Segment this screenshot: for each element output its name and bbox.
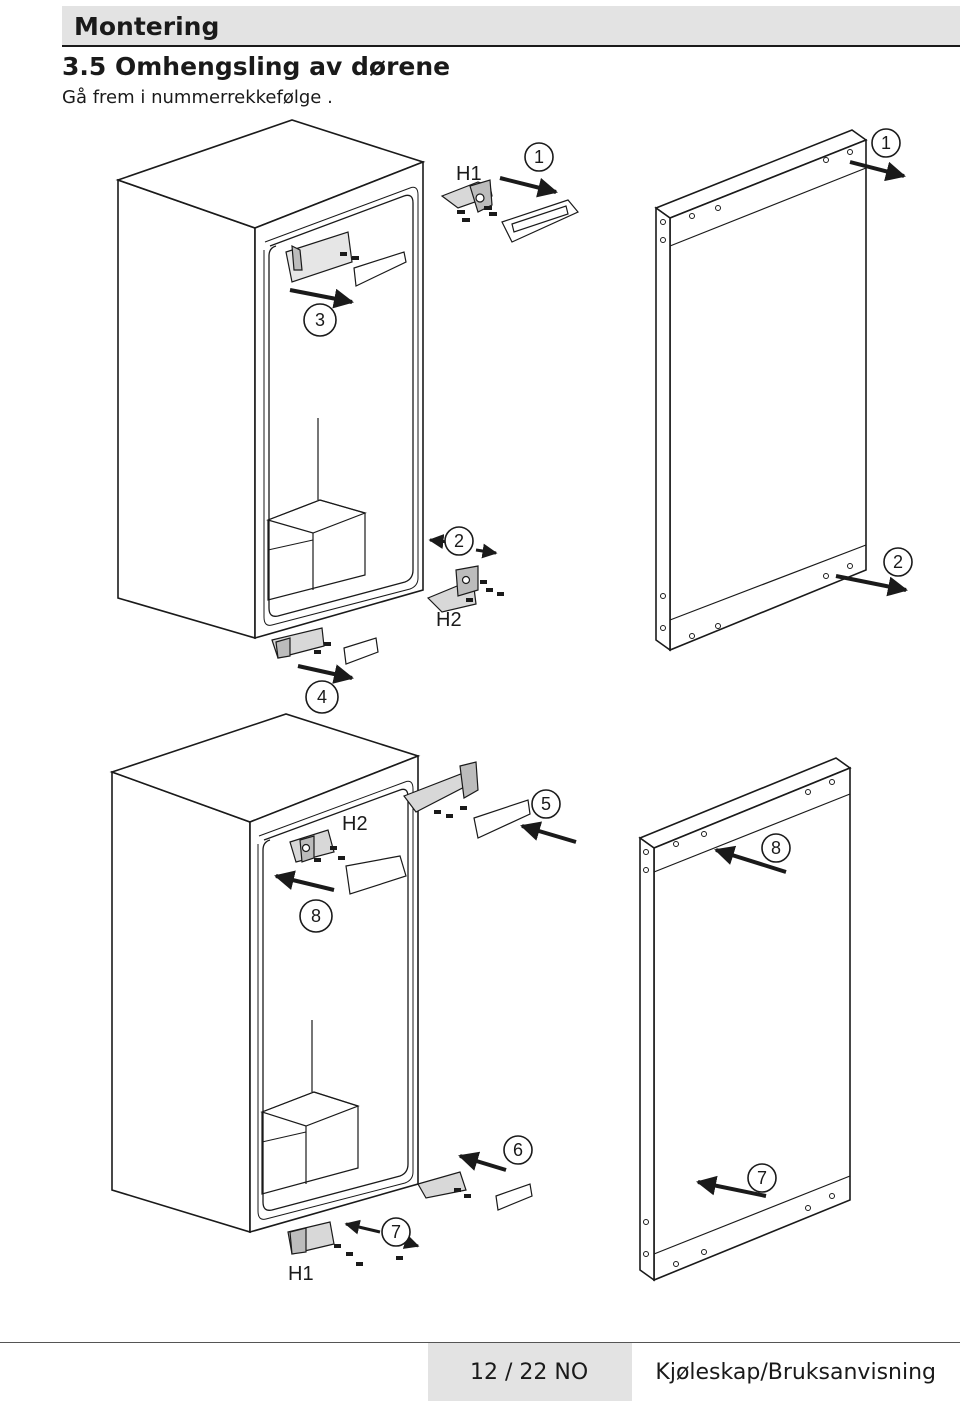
- step-badge: 1: [871, 128, 901, 158]
- step-badge: 4: [305, 680, 339, 714]
- footer-rule: [0, 1342, 960, 1343]
- step-badge: 8: [299, 899, 333, 933]
- step-number: 4: [317, 687, 327, 707]
- arrows-bottom: [274, 821, 787, 1249]
- step-badge: 3: [303, 303, 337, 337]
- door-bottom: [638, 757, 852, 1282]
- label-h2-top: H2: [436, 609, 462, 631]
- step-badge: 7: [747, 1163, 777, 1193]
- step-number: 2: [893, 552, 903, 572]
- door-reversal-diagram: H1 H2 1 1 3 2 2 4: [109, 119, 913, 1285]
- step-number: 1: [881, 133, 891, 153]
- hinge-bottom-left-top: [271, 627, 379, 665]
- step-badge: 5: [531, 789, 561, 819]
- step-number: 8: [311, 906, 321, 926]
- hinge-h2-parts-bottom: [289, 761, 531, 895]
- label-h1-bottom: H1: [288, 1263, 314, 1285]
- header-bar: [62, 6, 960, 46]
- screws-bottom-left-top: [314, 642, 331, 654]
- step-badge: 7: [381, 1217, 411, 1247]
- cover-top-cabinet: [285, 231, 407, 287]
- step-number: 2: [454, 531, 464, 551]
- screws-h2-bottom: [314, 806, 467, 862]
- arrows-top: [289, 160, 908, 684]
- screws-top-hinge: [457, 206, 497, 222]
- step-number: 7: [391, 1222, 401, 1242]
- step-badge: 2: [883, 547, 913, 577]
- document-title: Kjøleskap/Bruksanvisning: [655, 1360, 936, 1385]
- page-number: 12 / 22 NO: [470, 1360, 589, 1385]
- door-bottom-holes: [643, 779, 835, 1267]
- step-number: 5: [541, 794, 551, 814]
- step-badge: 2: [444, 526, 474, 556]
- step-number: 3: [315, 310, 325, 330]
- step-number: 1: [534, 147, 544, 167]
- step-badge: 1: [524, 142, 554, 172]
- door-top: [654, 129, 868, 652]
- screws-h1-bottom: [334, 1188, 471, 1266]
- label-h2-bottom: H2: [342, 813, 368, 835]
- hinge-h2-parts-top: [426, 565, 479, 613]
- cabinet-bottom: [109, 713, 421, 1234]
- screws-h2-top: [466, 580, 504, 602]
- screws-top-cover: [340, 252, 359, 260]
- door-top-holes: [660, 149, 853, 639]
- step-number: 7: [757, 1168, 767, 1188]
- label-h1-top: H1: [456, 163, 482, 185]
- section-title: 3.5 Omhengsling av dørene: [62, 52, 451, 81]
- step-badge: 6: [503, 1135, 533, 1165]
- instruction-text: Gå frem i nummerrekkefølge .: [62, 87, 333, 108]
- step-badge: 8: [761, 833, 791, 863]
- chapter-title: Montering: [74, 12, 220, 41]
- cabinet-top: [115, 119, 426, 640]
- hinge-h1-parts-top: [440, 179, 579, 243]
- step-number: 6: [513, 1140, 523, 1160]
- footer-page-box: [428, 1343, 632, 1401]
- step-number: 8: [771, 838, 781, 858]
- header-rule: [62, 45, 960, 47]
